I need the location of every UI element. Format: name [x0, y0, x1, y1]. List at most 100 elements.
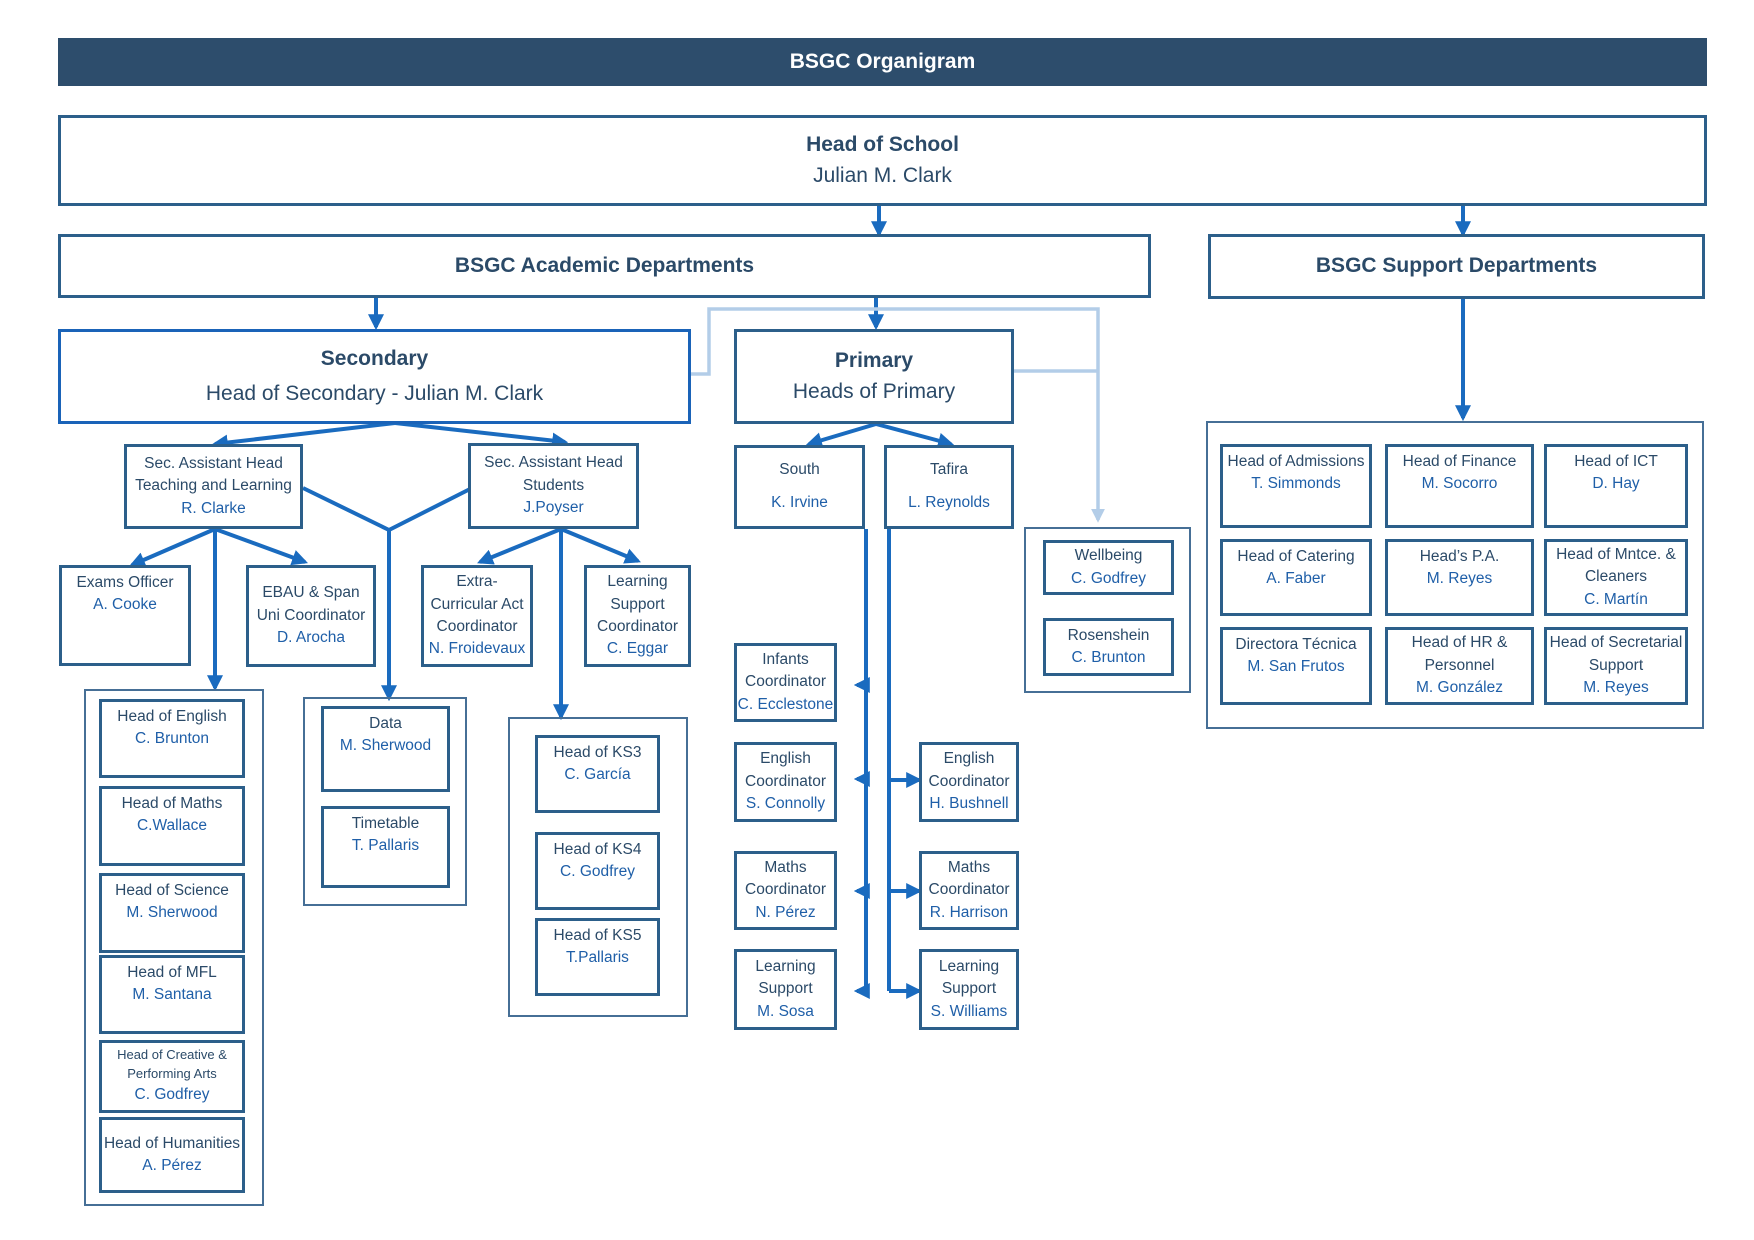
support-head-name: M. Socorro [1421, 475, 1498, 493]
key-stage-name: C. García [564, 766, 631, 784]
support-head-box: Head of HR & Personnel M. González [1385, 627, 1534, 705]
data-role-title: Timetable [351, 815, 420, 832]
support-head-name: M. Reyes [1426, 570, 1493, 588]
secondary-title: Secondary [320, 347, 429, 371]
ebau-coordinator-title: EBAU & Span Uni Coordinator [256, 584, 366, 624]
subject-head-title: Head of Maths [121, 795, 223, 812]
tafira-role-box: Maths Coordinator R. Harrison [919, 851, 1019, 930]
support-head-box: Head of Finance M. Socorro [1385, 444, 1534, 528]
support-head-name: M. San Frutos [1247, 658, 1345, 676]
support-head-name: T. Simmonds [1251, 475, 1341, 493]
subject-head-box: Head of MFL M. Santana [99, 955, 245, 1034]
secondary-subtitle: Head of Secondary - Julian M. Clark [205, 381, 544, 405]
key-stage-name: C. Godfrey [560, 863, 635, 881]
data-role-title: Data [369, 715, 402, 732]
wellbeing-title: Rosenshein [1067, 626, 1150, 644]
south-role-box: English Coordinator S. Connolly [734, 742, 837, 822]
wellbeing-name: C. Godfrey [1071, 569, 1146, 587]
support-head-box: Head of Admissions T. Simmonds [1220, 444, 1372, 528]
support-head-box: Directora Técnica M. San Frutos [1220, 627, 1372, 705]
key-stage-box: Head of KS5 T.Pallaris [535, 918, 660, 996]
subject-head-title: Head of Creative & Performing Arts [117, 1047, 227, 1082]
head-of-school-box: Head of School Julian M. Clark [58, 115, 1707, 206]
extra-curricular-title: Extra- Curricular Act Coordinator [430, 573, 524, 635]
learning-support-coordinator-title: Learning Support Coordinator [597, 573, 678, 635]
support-head-title: Head of Admissions [1227, 453, 1365, 470]
south-role-name: M. Sosa [757, 1002, 814, 1020]
exams-officer-name: A. Cooke [93, 596, 157, 614]
support-head-name: C. Martín [1584, 590, 1648, 608]
subject-head-box: Head of Maths C.Wallace [99, 786, 245, 866]
assistant-head-teaching-title: Sec. Assistant Head Teaching and Learnin… [135, 454, 292, 495]
support-departments-box: BSGC Support Departments [1208, 234, 1705, 299]
ebau-coordinator-box: EBAU & Span Uni Coordinator D. Arocha [246, 565, 376, 667]
subject-head-name: A. Pérez [142, 1157, 202, 1174]
primary-box: Primary Heads of Primary [734, 329, 1014, 424]
primary-subtitle: Heads of Primary [792, 379, 956, 403]
key-stages-group [508, 717, 688, 1017]
wellbeing-group [1024, 527, 1191, 693]
support-head-box: Head of Catering A. Faber [1220, 539, 1372, 616]
wellbeing-name: C. Brunton [1071, 649, 1146, 666]
head-of-school-title: Head of School [806, 133, 959, 157]
wellbeing-title: Wellbeing [1074, 547, 1143, 565]
subject-head-name: C. Godfrey [134, 1086, 210, 1104]
support-head-title: Directora Técnica [1235, 636, 1357, 653]
ebau-coordinator-name: D. Arocha [276, 629, 346, 647]
primary-title: Primary [834, 349, 914, 373]
support-heads-group [1206, 421, 1704, 729]
support-head-box: Head of ICT D. Hay [1544, 444, 1688, 528]
subject-head-name: M. Sherwood [126, 904, 218, 922]
primary-tafira-box: Tafira L. Reynolds [884, 445, 1014, 529]
extra-curricular-box: Extra- Curricular Act Coordinator N. Fro… [421, 565, 533, 667]
support-head-name: A. Faber [1266, 570, 1326, 588]
support-head-box: Head of Secretarial Support M. Reyes [1544, 627, 1688, 705]
support-head-name: D. Hay [1592, 475, 1640, 493]
south-role-title: Learning Support [755, 957, 816, 998]
data-role-name: T. Pallaris [351, 837, 420, 855]
subject-head-title: Head of Humanities [103, 1134, 241, 1152]
subject-head-name: M. Santana [132, 986, 212, 1004]
exams-officer-box: Exams Officer A. Cooke [59, 565, 191, 666]
head-of-school-name: Julian M. Clark [813, 163, 952, 187]
tafira-role-name: R. Harrison [929, 903, 1009, 921]
support-head-title: Head of ICT [1574, 453, 1658, 470]
tafira-role-title: Learning Support [938, 957, 1000, 998]
subject-head-box: Head of Creative & Performing Arts C. Go… [99, 1040, 245, 1113]
data-roles-group [303, 697, 467, 906]
assistant-head-students-name: J.Poyser [523, 499, 584, 517]
support-head-title: Head of Secretarial Support [1549, 634, 1683, 674]
subject-head-name: C.Wallace [136, 817, 208, 835]
subject-head-title: Head of MFL [127, 964, 217, 981]
south-role-title: English Coordinator [745, 750, 826, 790]
tafira-role-title: Maths Coordinator [928, 858, 1010, 899]
south-role-title: Infants Coordinator [745, 650, 826, 691]
data-role-box: Timetable T. Pallaris [321, 806, 450, 888]
support-head-title: Head of Catering [1237, 548, 1355, 565]
subject-head-box: Head of Science M. Sherwood [99, 873, 245, 953]
support-head-name: M. Reyes [1583, 679, 1649, 697]
primary-tafira-name: L. Reynolds [908, 494, 990, 512]
tafira-role-title: English Coordinator [928, 750, 1010, 790]
key-stage-title: Head of KS5 [553, 927, 642, 944]
south-role-name: S. Connolly [745, 795, 826, 813]
primary-south-name: K. Irvine [771, 494, 828, 512]
exams-officer-title: Exams Officer [76, 574, 174, 591]
academic-departments-title: BSGC Academic Departments [454, 253, 755, 277]
tafira-role-box: Learning Support S. Williams [919, 949, 1019, 1030]
support-head-title: Head of HR & Personnel [1411, 634, 1508, 674]
key-stage-name: T.Pallaris [566, 949, 629, 967]
tafira-role-name: S. Williams [930, 1002, 1008, 1020]
tafira-role-box: English Coordinator H. Bushnell [919, 742, 1019, 822]
support-head-title: Head of Mntce. & Cleaners [1556, 545, 1676, 586]
data-role-name: M. Sherwood [339, 737, 432, 755]
support-head-title: Head of Finance [1402, 453, 1517, 470]
support-head-box: Head’s P.A. M. Reyes [1385, 539, 1534, 616]
learning-support-coordinator-box: Learning Support Coordinator C. Eggar [584, 565, 691, 667]
subject-head-box: Head of English C. Brunton [99, 699, 245, 778]
tafira-role-name: H. Bushnell [929, 795, 1009, 813]
south-role-name: N. Pérez [755, 903, 816, 921]
academic-departments-box: BSGC Academic Departments [58, 234, 1151, 298]
data-role-box: Data M. Sherwood [321, 706, 450, 792]
